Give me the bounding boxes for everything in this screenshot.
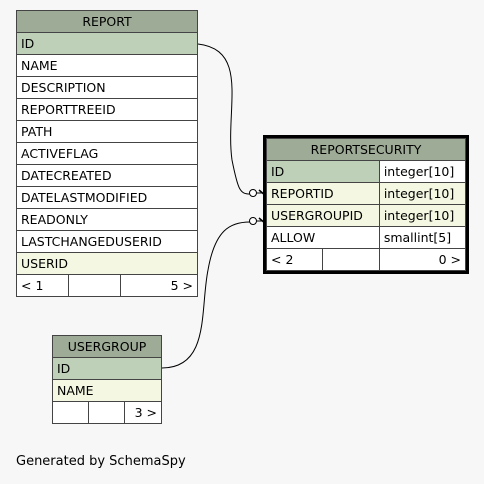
- usergroup-column-id: ID: [52, 357, 162, 380]
- report-table-title: REPORT: [16, 10, 198, 33]
- reportsecurity-column-allow-type: smallint[5]: [378, 226, 467, 249]
- report-rows-count: [68, 274, 121, 297]
- relation-report-reportsecurity: [197, 43, 251, 195]
- reportsecurity-children-count[interactable]: 0 >: [378, 248, 467, 271]
- reportsecurity-table[interactable]: REPORTSECURITY ID integer[10] REPORTID i…: [263, 135, 469, 274]
- reportsecurity-column-id-type: integer[10]: [378, 160, 467, 183]
- usergroup-column-name: NAME: [52, 379, 162, 402]
- reportsecurity-column-reportid: REPORTID: [266, 182, 380, 205]
- report-column-lastchangeduserid: LASTCHANGEDUSERID: [16, 230, 198, 253]
- report-column-name: NAME: [16, 54, 198, 77]
- reportsecurity-column-usergroupid: USERGROUPID: [266, 204, 380, 227]
- report-column-id: ID: [16, 32, 198, 55]
- reportsecurity-column-usergroupid-type: integer[10]: [378, 204, 467, 227]
- usergroup-table-title: USERGROUP: [52, 335, 162, 358]
- report-column-readonly: READONLY: [16, 208, 198, 231]
- report-column-description: DESCRIPTION: [16, 76, 198, 99]
- reportsecurity-parents-count[interactable]: < 2: [265, 248, 324, 271]
- generated-by-label: Generated by SchemaSpy: [16, 454, 186, 469]
- usergroup-parents-count: [52, 401, 89, 424]
- reportsecurity-column-allow: ALLOW: [266, 226, 380, 249]
- usergroup-children-count[interactable]: 3 >: [124, 401, 162, 424]
- reportsecurity-column-reportid-type: integer[10]: [378, 182, 467, 205]
- report-column-path: PATH: [16, 120, 198, 143]
- usergroup-rows-count: [88, 401, 125, 424]
- report-parents-count[interactable]: < 1: [16, 274, 69, 297]
- report-column-datecreated: DATECREATED: [16, 164, 198, 187]
- report-column-datelastmodified: DATELASTMODIFIED: [16, 186, 198, 209]
- relation-usergroup-reportsecurity: [161, 221, 251, 369]
- relation-optional-marker: [249, 189, 257, 197]
- reportsecurity-table-title: REPORTSECURITY: [266, 138, 466, 161]
- reportsecurity-column-id: ID: [266, 160, 380, 183]
- report-column-reporttreeid: REPORTTREEID: [16, 98, 198, 121]
- usergroup-table[interactable]: USERGROUP ID NAME 3 >: [52, 335, 162, 424]
- reportsecurity-rows-count: [322, 248, 380, 271]
- relation-optional-marker: [249, 217, 257, 225]
- report-column-activeflag: ACTIVEFLAG: [16, 142, 198, 165]
- report-children-count[interactable]: 5 >: [120, 274, 198, 297]
- report-column-userid: USERID: [16, 252, 198, 275]
- report-table[interactable]: REPORT ID NAME DESCRIPTION REPORTTREEID …: [16, 10, 198, 297]
